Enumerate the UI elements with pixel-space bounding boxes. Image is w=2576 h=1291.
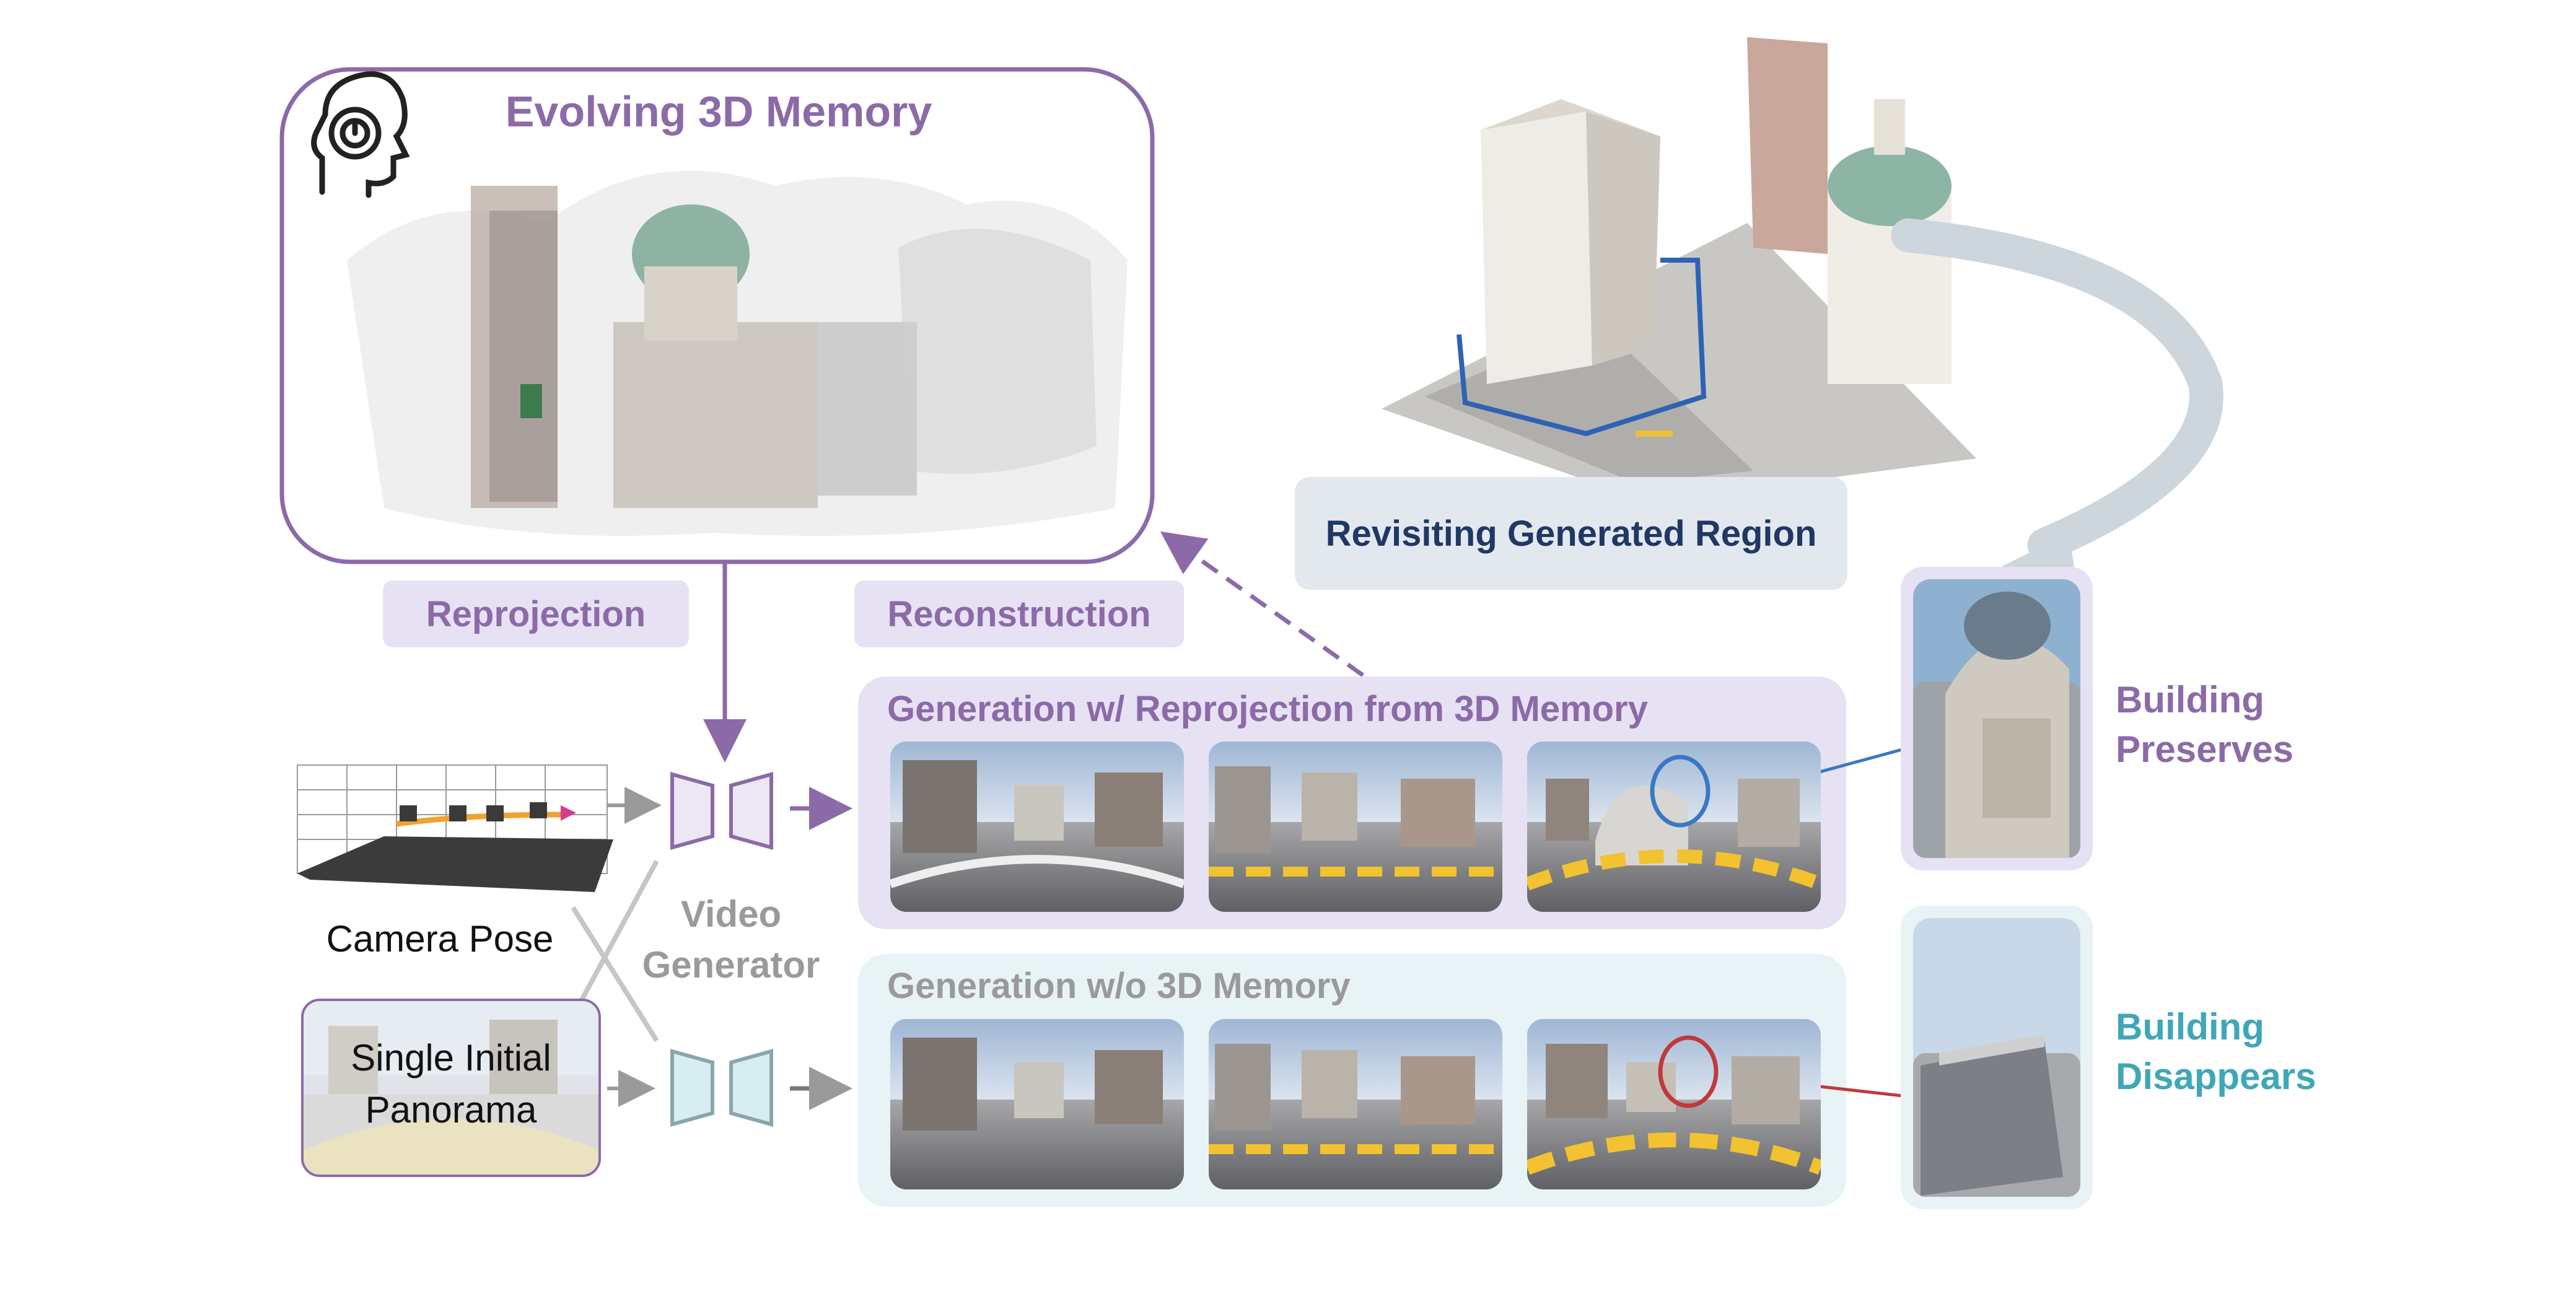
preserves-line2: Preserves [2116, 729, 2293, 770]
panorama-caption: Single Initial Panorama [304, 1032, 598, 1136]
camera-pose-ground [297, 836, 613, 892]
video-generator-line2: Generator [642, 944, 820, 986]
disappears-line1: Building [2116, 1006, 2264, 1048]
result-disappears-image [1913, 918, 2080, 1197]
reconstruction-arrow [1160, 531, 1365, 677]
generator-bottom-icon [670, 1049, 773, 1127]
panorama-line1: Single Initial [351, 1037, 551, 1079]
result-disappears-label: Building Disappears [2116, 1002, 2316, 1101]
initial-panorama: Single Initial Panorama [301, 999, 601, 1177]
generator-top-icon [670, 772, 773, 850]
preserves-line1: Building [2116, 679, 2264, 720]
video-generator-line1: Video [680, 893, 782, 935]
panorama-frame [890, 742, 1184, 912]
panorama-frame [1527, 742, 1821, 912]
row-without-memory-title: Generation w/o 3D Memory [887, 966, 1351, 1006]
result-preserves-label: Building Preserves [2116, 675, 2293, 774]
row-with-memory-title: Generation w/ Reprojection from 3D Memor… [887, 689, 1648, 729]
city-scene-illustration [1382, 37, 1976, 502]
panorama-line2: Panorama [365, 1089, 537, 1131]
reprojection-label: Reprojection [383, 580, 689, 647]
revisit-curve-arrow [1891, 218, 2223, 562]
panorama-frame [1209, 1019, 1502, 1189]
panorama-frame [1527, 1019, 1821, 1189]
camera-pose-markers [400, 802, 547, 821]
revisiting-label: Revisiting Generated Region [1295, 477, 1847, 590]
memory-title: Evolving 3D Memory [505, 87, 932, 136]
initial-panorama-image [304, 1001, 598, 1175]
panorama-frame [1209, 742, 1502, 912]
mind-head-icon [311, 71, 410, 198]
video-generator-label: Video Generator [626, 889, 836, 991]
panorama-frame [890, 1019, 1184, 1189]
result-preserves-image [1913, 579, 2080, 858]
reconstruction-label: Reconstruction [854, 580, 1184, 647]
disappears-line2: Disappears [2116, 1056, 2316, 1097]
point-cloud-illustration [347, 170, 1128, 536]
camera-pose-label: Camera Pose [326, 917, 554, 960]
